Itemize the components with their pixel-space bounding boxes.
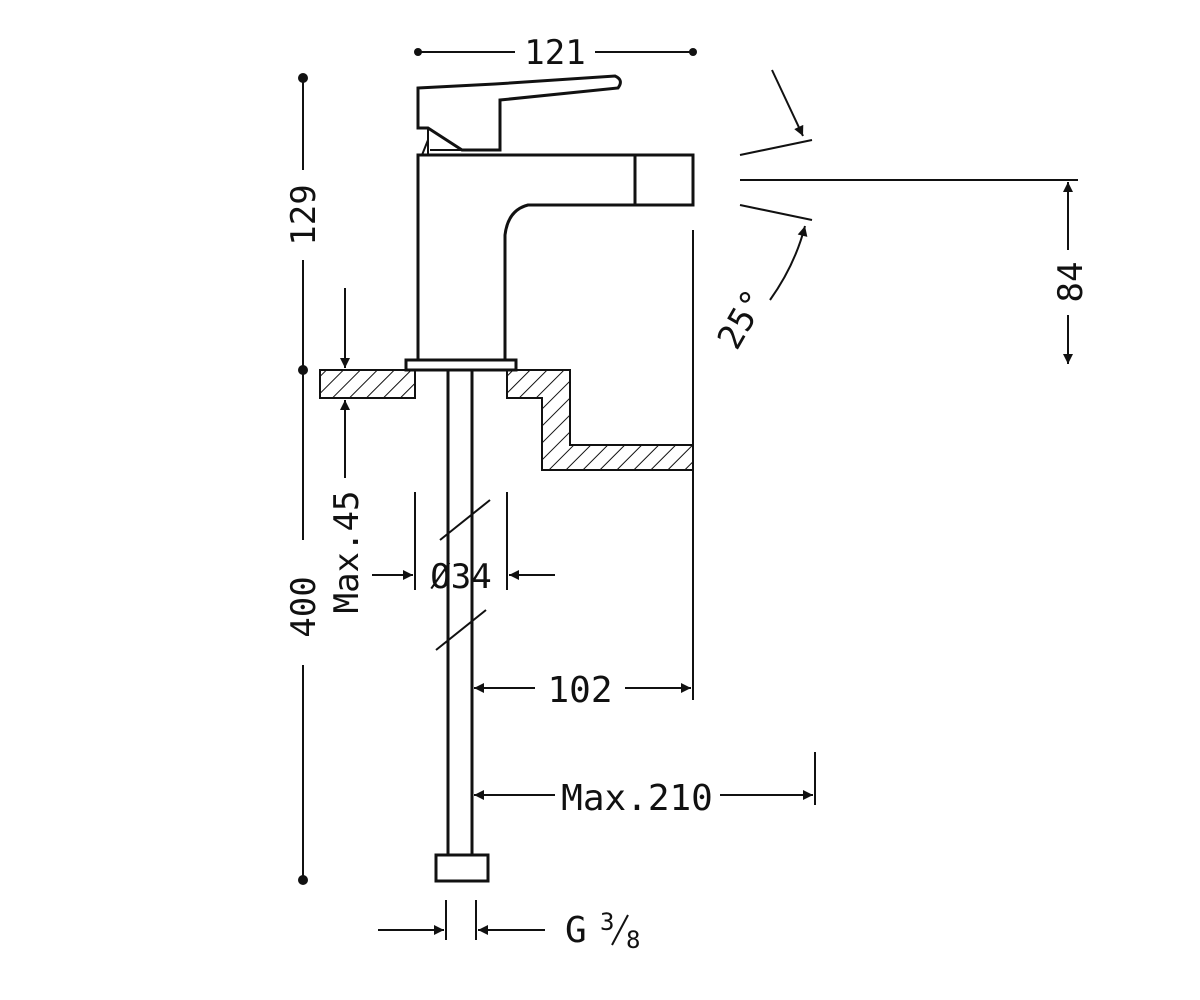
dimension-total-height-label: 400 <box>284 576 324 637</box>
dimension-spout-angle-label: 25° <box>710 283 775 356</box>
dimension-spout-height: 84 <box>740 179 1091 364</box>
dimension-thread-denominator: 8 <box>626 926 640 954</box>
dimension-spout-reach: 102 <box>474 230 694 711</box>
dimension-hole-diameter: Ø34 <box>372 492 555 597</box>
deck-section <box>319 369 694 471</box>
dimension-connection-thread: G 3 8 <box>378 900 640 954</box>
faucet-body <box>404 153 695 372</box>
dimension-hose-reach: Max.210 <box>474 752 816 819</box>
lever-handle <box>416 74 622 156</box>
dimension-top-width-label: 121 <box>524 33 585 73</box>
dimension-spout-reach-label: 102 <box>547 670 612 711</box>
dimension-thread-numerator: 3 <box>600 908 614 936</box>
dimension-left-vertical: 129 400 <box>284 73 324 885</box>
dimension-deck-thickness: Max.45 <box>327 288 367 613</box>
dimension-body-height-label: 129 <box>284 184 324 245</box>
dimension-spout-height-label: 84 <box>1051 262 1091 303</box>
dimension-top-width: 121 <box>414 33 697 73</box>
dimension-deck-thickness-label: Max.45 <box>327 491 367 614</box>
dimension-hose-reach-label: Max.210 <box>561 778 713 819</box>
dimension-thread-letter: G <box>565 910 587 951</box>
supply-hose <box>434 370 491 883</box>
dimension-hole-diameter-label: Ø34 <box>430 557 491 597</box>
dimension-spout-angle: 25° <box>710 69 813 356</box>
